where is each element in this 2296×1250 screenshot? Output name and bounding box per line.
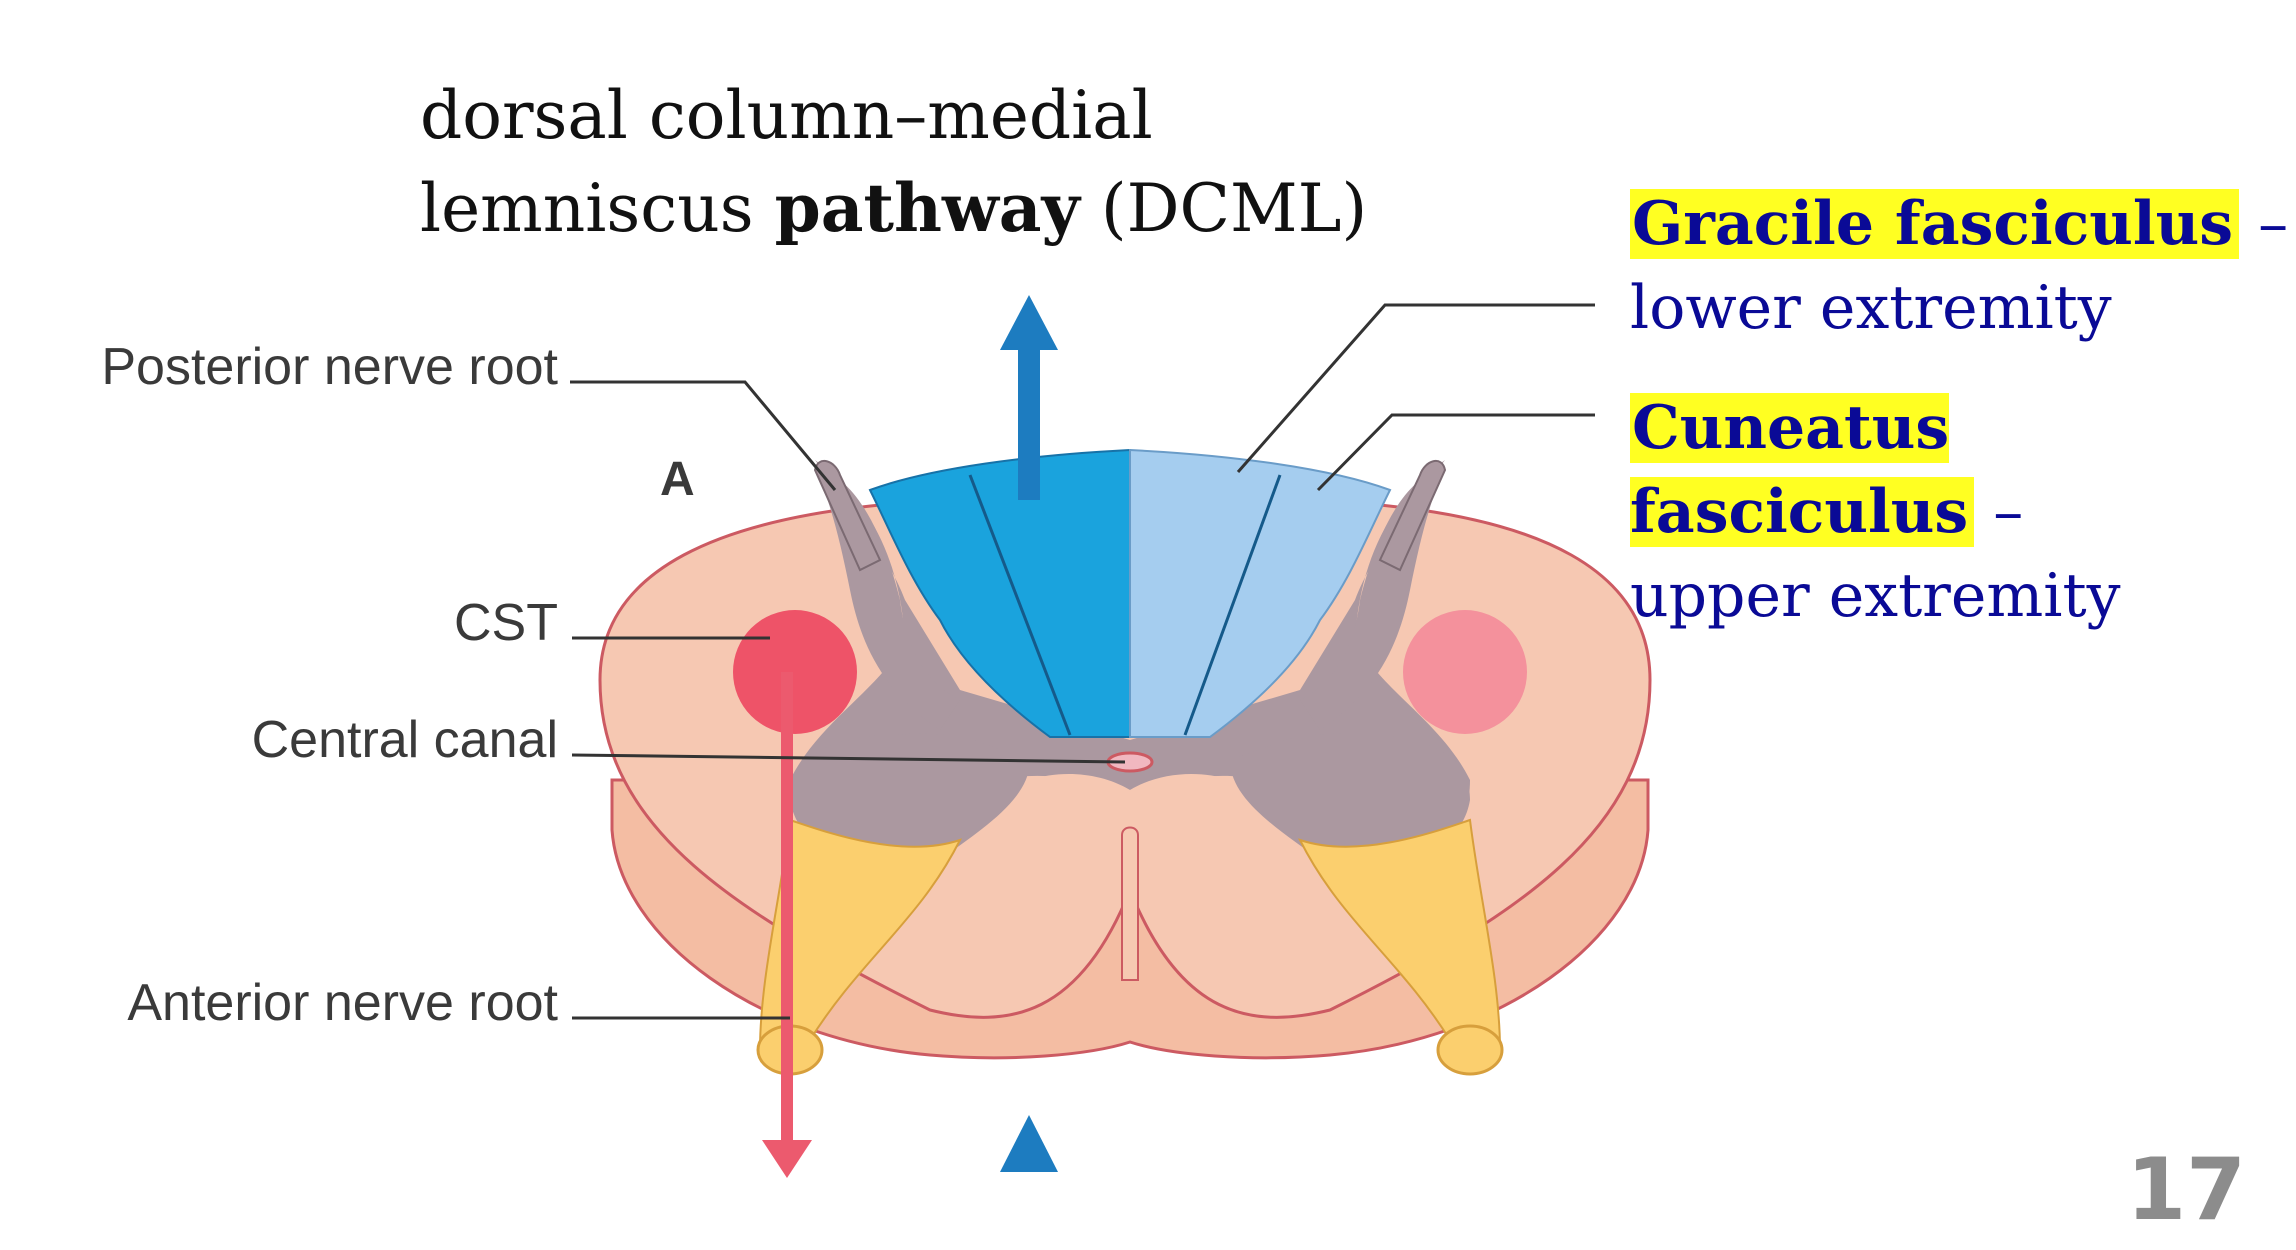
gracile-name: Gracile fasciculus — [1630, 189, 2240, 259]
posterior-root-right — [1378, 460, 1447, 572]
title-bold-word: pathway — [774, 169, 1080, 247]
anterior-horn-right — [1230, 733, 1470, 868]
title-line-2-prefix: lemniscus — [420, 170, 775, 247]
title-line-1: dorsal column–medial — [420, 77, 1153, 154]
cuneatus-desc: upper extremity — [1630, 561, 2121, 631]
anterior-root-right — [1298, 818, 1502, 1052]
cuneatus-divider — [1183, 474, 1282, 736]
anterior-median-fissure — [1121, 826, 1139, 981]
leader-gracile — [1236, 303, 1595, 473]
anterior-root-left — [758, 818, 962, 1052]
leader-posterior-root — [570, 380, 837, 491]
cst-left — [733, 610, 857, 734]
cst-right — [1403, 610, 1527, 734]
label-posterior-nerve-root: Posterior nerve root — [101, 338, 558, 396]
cuneatus-fasciculus — [1129, 448, 1392, 738]
slide-title: dorsal column–medial lemniscus pathway (… — [420, 70, 1367, 255]
page-number: 17 — [2126, 1140, 2246, 1240]
label-cst: CST — [454, 594, 558, 652]
gracile-desc: lower extremity — [1630, 273, 2112, 343]
anterior-root-right-end — [1436, 1024, 1504, 1076]
cuneatus-callout: Cuneatus fasciculus – upper extremity — [1630, 386, 2296, 638]
anterior-white-commissure — [1030, 774, 1230, 830]
gracile-divider — [968, 474, 1072, 736]
panel-letter: A — [660, 453, 695, 506]
descending-arrow-head — [762, 1140, 812, 1178]
posterior-root-left — [813, 460, 882, 572]
leader-central-canal — [571, 753, 1126, 764]
ascending-arrow-shaft — [1018, 340, 1040, 500]
ascending-arrow-lower-head — [1000, 1115, 1058, 1172]
label-anterior-nerve-root: Anterior nerve root — [127, 974, 558, 1032]
gracile-callout: Gracile fasciculus – lower extremity — [1630, 182, 2288, 350]
title-line-2-suffix: (DCML) — [1079, 170, 1368, 247]
label-central-canal: Central canal — [252, 711, 558, 769]
descending-arrow-shaft — [781, 672, 793, 1152]
ascending-arrow-head — [1000, 295, 1058, 350]
anterior-horn-left — [790, 733, 1030, 868]
gracile-dash: – — [2239, 189, 2289, 259]
gracile-fasciculus — [868, 448, 1131, 738]
leader-cuneatus — [1316, 413, 1595, 492]
cuneatus-dash: – — [1974, 477, 2024, 547]
